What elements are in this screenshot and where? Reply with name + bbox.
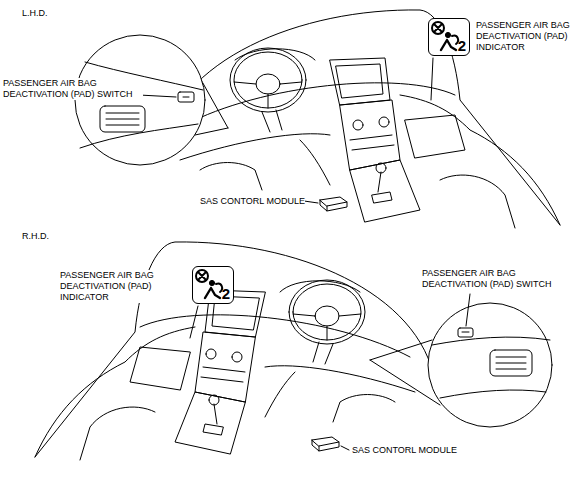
- part-label: SAS CONTORL MODULE: [352, 445, 457, 456]
- air-vent: [100, 106, 145, 132]
- air-vent: [490, 350, 532, 376]
- magnifier-circle: [75, 35, 205, 165]
- magnifier-circle: [428, 303, 552, 427]
- occupant-body: [205, 288, 220, 298]
- section-label: R.H.D.: [22, 231, 49, 242]
- occupant-head: [209, 280, 214, 285]
- off-circle: [196, 270, 208, 282]
- panel-edge: [80, 124, 198, 148]
- airbag-shape: [452, 36, 458, 44]
- key-slot: [183, 97, 189, 98]
- indicator-number: 2: [458, 38, 466, 54]
- panel-edge: [440, 390, 546, 398]
- sas-module: [320, 197, 347, 211]
- off-cross: [199, 273, 206, 280]
- occupant-body: [441, 40, 456, 50]
- rhd-cabin: [35, 242, 435, 460]
- vent-slats: [496, 357, 526, 369]
- symbol-group: [432, 22, 458, 50]
- key-slot: [462, 332, 469, 333]
- leader-line: [341, 446, 349, 450]
- leader-line: [431, 58, 433, 100]
- leader-line: [466, 294, 470, 326]
- vent-slats: [106, 113, 139, 125]
- section-label: L.H.D.: [22, 8, 48, 19]
- indicator-number: 2: [222, 286, 230, 302]
- part-label: SAS CONTORL MODULE: [200, 196, 305, 207]
- airbag-shape: [216, 284, 222, 292]
- leader-line: [304, 201, 318, 203]
- off-circle: [432, 22, 444, 34]
- occupant-head: [445, 32, 450, 37]
- part-label: PASSENGER AIR BAG DEACTIVATION (PAD) IND…: [476, 20, 580, 53]
- part-label: PASSENGER AIR BAG DEACTIVATION (PAD) SWI…: [3, 78, 143, 100]
- symbol-group: [196, 270, 222, 298]
- sas-module: [312, 437, 339, 451]
- part-label: PASSENGER AIR BAG DEACTIVATION (PAD) IND…: [60, 270, 170, 303]
- indicator-icon: 2: [192, 266, 234, 304]
- panel-edge: [432, 337, 550, 345]
- leader-line: [190, 306, 198, 338]
- pad-switch: [458, 328, 473, 337]
- pad-switch: [178, 92, 194, 102]
- leader-line: [139, 95, 176, 97]
- part-label: PASSENGER AIR BAG DEACTIVATION (PAD) SWI…: [422, 268, 564, 290]
- off-cross: [435, 25, 442, 32]
- indicator-icon: 2: [428, 18, 470, 56]
